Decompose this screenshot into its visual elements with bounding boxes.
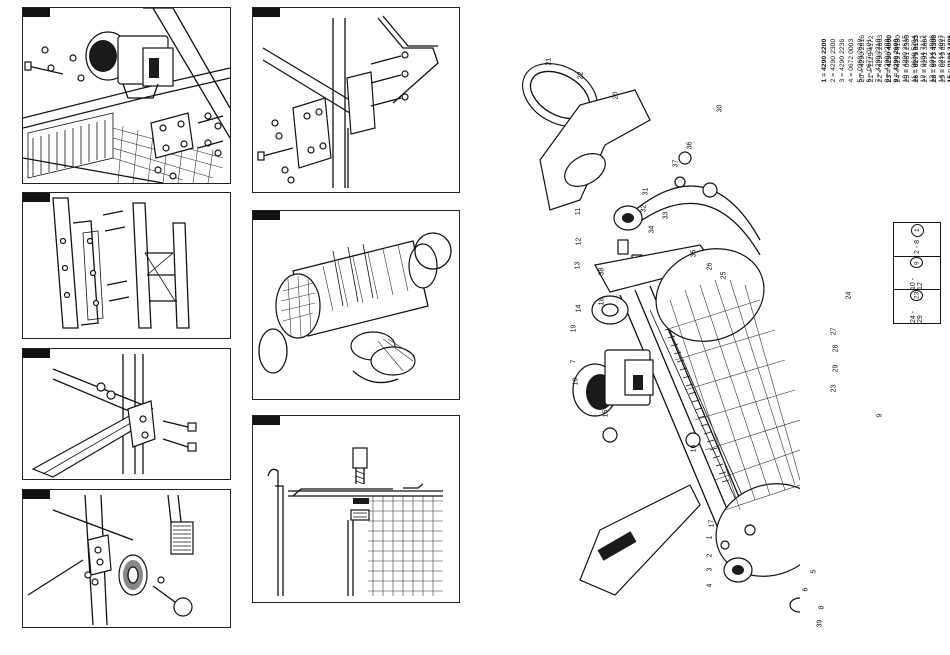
step-tab: [23, 193, 50, 202]
legend-range: 24 - 29: [910, 310, 924, 323]
parts-list-row: 3 = 4290 2236: [839, 38, 846, 83]
parts-list-row: 26 = 0279 8133: [913, 35, 920, 83]
callout-number: 8: [818, 605, 826, 610]
mesh-section-illustration: [267, 447, 443, 596]
callout-number: 17: [708, 519, 716, 528]
parts-list-row: 4 = 0672 0003: [848, 38, 855, 83]
callout-number: 22: [577, 71, 585, 80]
drum-illustration: [258, 232, 452, 384]
step-panel-mesh-section: [252, 415, 460, 603]
parts-list-row: 23 = 4290 4000: [886, 35, 893, 83]
callout-number: 14: [575, 304, 583, 313]
callout-number: 10: [572, 377, 580, 386]
callout-number: 36: [686, 141, 694, 150]
callout-number: 38: [598, 267, 606, 276]
callout-number: 37: [672, 159, 680, 168]
callout-number: 20: [612, 91, 620, 100]
step-panel-handle: [252, 7, 460, 193]
step-panel-wheel: [22, 489, 231, 628]
legend-item: 10 - 12 9: [894, 256, 940, 290]
callout-number: 2: [706, 553, 714, 558]
wheel-illustration: [27, 494, 194, 626]
callout-number: 1: [706, 535, 714, 540]
callout-number: 39: [816, 619, 824, 628]
parts-list-row: 22 = 4290 2003: [877, 35, 884, 83]
callout-number: 12: [575, 237, 583, 246]
parts-list-row: 2 = 4290 2300: [830, 38, 837, 83]
exploded-parts-svg: [522, 62, 825, 613]
step-tab: [253, 416, 280, 425]
callout-number: 25: [720, 271, 728, 280]
callout-number: 4: [706, 583, 714, 588]
leg-frame-illustration: [52, 197, 190, 329]
callout-number: 27: [830, 327, 838, 336]
step-tab: [253, 211, 280, 220]
step-tab: [23, 490, 50, 499]
step-panel-motor-mount: [22, 7, 231, 184]
legend-item: 24 - 29 23: [894, 289, 940, 323]
brace-illustration: [31, 354, 197, 478]
step-panel-leg-frame: [22, 192, 231, 339]
legend-item: 2 - 8 1: [894, 223, 940, 256]
callout-number: 31: [642, 187, 650, 196]
callout-number: 13: [574, 261, 582, 270]
callout-number: 28: [832, 344, 840, 353]
callout-number: 5: [810, 569, 818, 574]
step-tab: [23, 8, 50, 17]
assembly-legend: 2 - 8 1 10 - 12 9 24 - 29 23: [893, 222, 941, 324]
step-panel-drum: [252, 210, 460, 400]
step-tab: [253, 8, 280, 17]
callout-number: 15: [602, 409, 610, 418]
callout-number: 19: [570, 324, 578, 333]
callout-number: 23: [830, 384, 838, 393]
step-tab: [23, 349, 50, 358]
parts-list-row: 27 = 4291 3004: [922, 35, 929, 83]
callout-number: 30: [716, 104, 724, 113]
callout-number: 7: [570, 359, 578, 364]
callout-number: 33: [662, 211, 670, 220]
parts-list-row: 20 = 4290 2016: [859, 35, 866, 83]
callout-number: 16: [690, 444, 698, 453]
parts-list-row: 21 = 1125 4172: [868, 35, 875, 83]
callout-number: 18: [598, 297, 606, 306]
legend-circle-number: 1: [910, 224, 924, 238]
step-panel-brace: [22, 348, 231, 480]
motor-mount-illustration: [23, 8, 230, 183]
parts-list-row: 25 = 0961 2300: [904, 35, 911, 83]
legend-range: 2 - 8: [913, 240, 921, 255]
parts-list-row: 1 = 4290 2200: [821, 38, 828, 83]
callout-number: 29: [832, 364, 840, 373]
legend-range: 10 - 12: [910, 277, 924, 290]
callout-number: 6: [802, 587, 810, 592]
callout-number: 34: [648, 225, 656, 234]
callout-number: 32: [640, 204, 648, 213]
callout-number: 3: [706, 567, 714, 572]
callout-number: 21: [545, 57, 553, 66]
legend-circle-number: 23: [910, 290, 924, 302]
legend-circle-number: 9: [910, 257, 924, 269]
callout-number: 9: [876, 413, 884, 418]
parts-list-row: 29 = 0279 8517: [940, 35, 947, 83]
parts-list-row: 24 = 4291 4100: [895, 35, 902, 83]
callout-number: 24: [845, 291, 853, 300]
callout-number: 26: [706, 262, 714, 271]
handle-illustration: [257, 15, 439, 188]
parts-list-row: 28 = 0773 4300: [931, 35, 938, 83]
callout-number: 35: [690, 249, 698, 258]
callout-number: 11: [575, 207, 583, 216]
exploded-parts-diagram: [500, 30, 825, 630]
